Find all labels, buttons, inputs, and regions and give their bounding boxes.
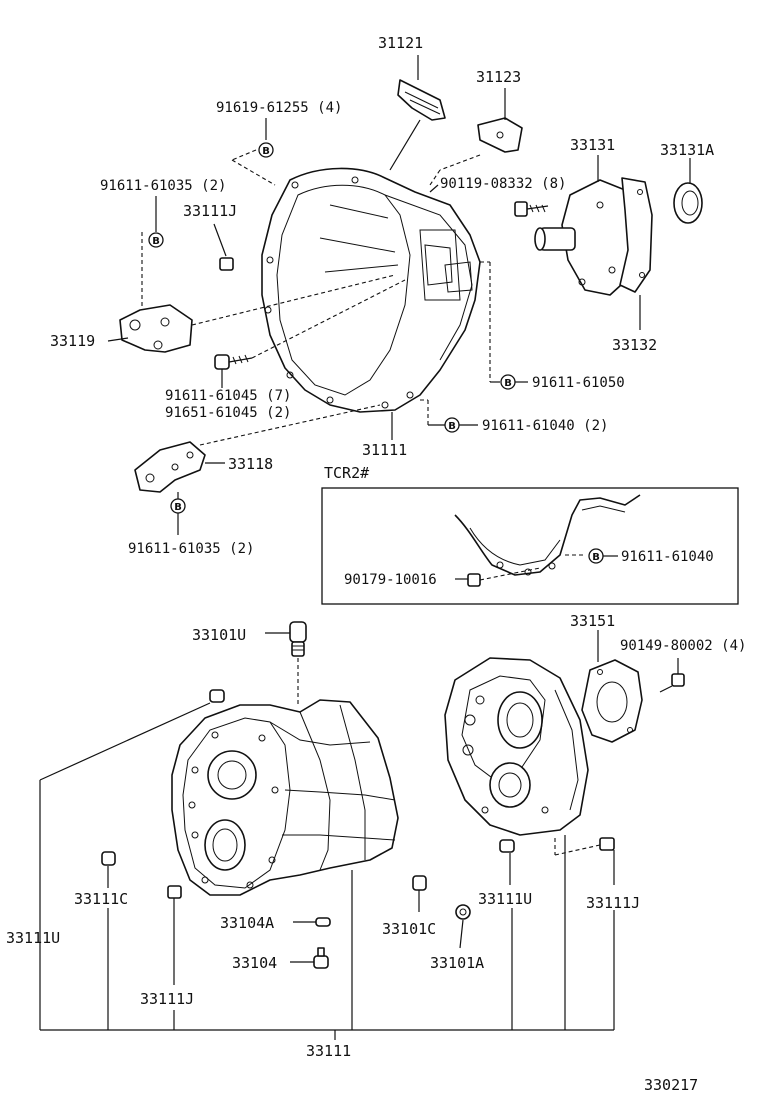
label-33111j-top: 33111J (183, 202, 237, 220)
label-31123: 31123 (476, 68, 521, 86)
label-91611-61040-2: 91611-61040 (2) (482, 418, 608, 434)
label-91611-61050: 91611-61050 (532, 375, 625, 391)
label-33111u-right: 33111U (478, 890, 532, 908)
svg-text:B: B (174, 502, 182, 513)
label-31111: 31111 (362, 441, 407, 459)
label-90179-10016: 90179-10016 (344, 572, 437, 588)
part-plug-33111u-top (209, 689, 225, 703)
label-33111u-left: 33111U (6, 929, 60, 947)
part-33101u-breather (289, 621, 307, 657)
label-91619-61255: 91619-61255 (4) (216, 100, 342, 116)
label-33111j-right: 33111J (586, 894, 640, 912)
label-91611-61035-top: 91611-61035 (2) (100, 178, 226, 194)
adapter-plate-drawing (444, 657, 589, 836)
label-33131: 33131 (570, 136, 615, 154)
part-33151-cover (581, 659, 643, 743)
label-33119: 33119 (50, 332, 95, 350)
badge-b-91619: B (258, 142, 274, 158)
label-91611-61040-inset: 91611-61040 (621, 549, 714, 565)
label-91611-61045: 91611-61045 (7) (165, 388, 291, 404)
part-33111u-plug-right (499, 839, 515, 853)
label-33104a: 33104A (220, 914, 274, 932)
label-91651-61045: 91651-61045 (2) (165, 405, 291, 421)
svg-text:B: B (262, 146, 270, 157)
part-91611-61045-bolt (214, 354, 253, 370)
part-33101a-plug (455, 904, 471, 920)
transmission-case-drawing (171, 699, 399, 896)
label-33151: 33151 (570, 612, 615, 630)
label-91611-61035-bottom: 91611-61035 (2) (128, 541, 254, 557)
diagram-id: 330217 (644, 1076, 698, 1094)
part-33118-bracket (134, 441, 206, 493)
part-90149-bolt (659, 673, 685, 693)
leader-bracket-33111 (39, 780, 615, 1040)
label-31121: 31121 (378, 34, 423, 52)
label-90119-08332: 90119-08332 (8) (440, 176, 566, 192)
label-tcr2-inset: TCR2# (324, 464, 369, 482)
clutch-housing-drawing (261, 167, 481, 413)
badge-b-91611-61035-top: B (148, 232, 164, 248)
part-33119-bracket (119, 304, 193, 353)
label-33111: 33111 (306, 1042, 351, 1060)
svg-text:B: B (592, 552, 600, 563)
label-90149-80002: 90149-80002 (4) (620, 638, 746, 654)
svg-text:B: B (152, 236, 160, 247)
label-33111j-bottom: 33111J (140, 990, 194, 1008)
label-33132: 33132 (612, 336, 657, 354)
part-33132-gasket (619, 177, 653, 293)
label-33104: 33104 (232, 954, 277, 972)
part-31121-boot (397, 79, 446, 121)
label-33111c: 33111C (74, 890, 128, 908)
part-33111c-plug (101, 851, 116, 866)
badge-b-91611-61035-bottom: B (170, 498, 186, 514)
part-33101c-plug (412, 875, 427, 891)
label-33101a: 33101A (430, 954, 484, 972)
part-31123-bracket (477, 117, 523, 153)
label-33131a: 33131A (660, 141, 714, 159)
part-33131a-oil-seal (673, 182, 703, 224)
part-33111j-dowel-right (599, 837, 615, 851)
label-33118: 33118 (228, 455, 273, 473)
label-33101c: 33101C (382, 920, 436, 938)
svg-text:B: B (504, 378, 512, 389)
tcr2-inset-box: B (321, 487, 739, 605)
part-33111j-dowel-top (219, 257, 234, 271)
part-33111j-dowel-left (167, 885, 182, 899)
part-90119-bolt (514, 201, 549, 217)
badge-b-91611-61040: B (444, 417, 460, 433)
label-33101u: 33101U (192, 626, 246, 644)
svg-text:B: B (448, 421, 456, 432)
part-33104-switch (313, 947, 329, 969)
badge-b-91611-61050: B (500, 374, 516, 390)
part-33104a-pin (315, 917, 331, 927)
